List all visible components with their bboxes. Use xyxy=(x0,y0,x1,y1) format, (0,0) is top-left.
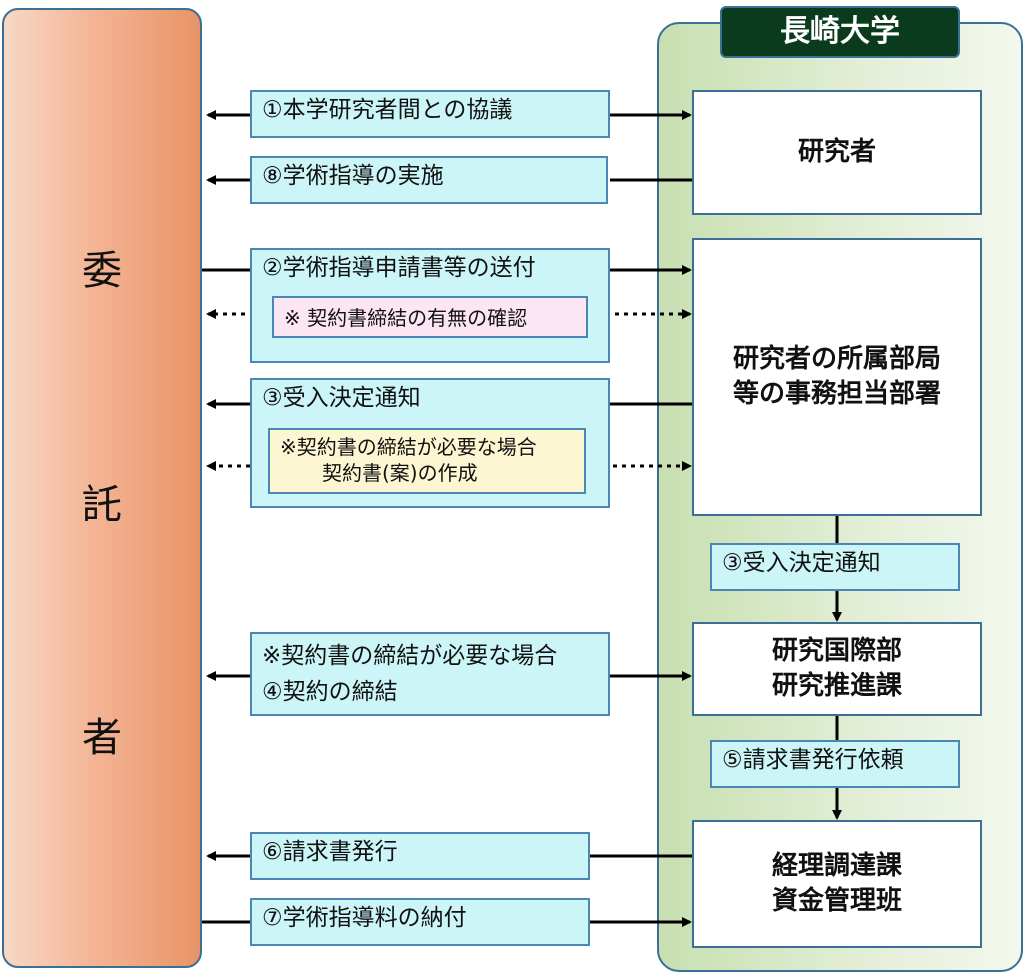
client-column: 委 託 者 xyxy=(2,8,202,968)
step3-note-line1: ※契約書の締結が必要な場合 xyxy=(280,435,537,459)
step3-label: ③受入決定通知 xyxy=(262,385,421,411)
researcher-box: 研究者 xyxy=(692,90,982,215)
accounting-line2: 資金管理班 xyxy=(771,886,902,916)
accounting-line1: 経理調達課 xyxy=(771,850,902,881)
step5-label: ⑤請求書発行依頼 xyxy=(722,747,904,773)
client-label-char-3: 者 xyxy=(82,715,122,761)
step7-label: ⑦学術指導料の納付 xyxy=(262,905,467,931)
step2-label: ②学術指導申請書等の送付 xyxy=(262,255,536,281)
step2-note-label: ※ 契約書締結の有無の確認 xyxy=(284,306,528,330)
step5-box: ⑤請求書発行依頼 xyxy=(710,740,960,788)
step4-line2: ④契約の締結 xyxy=(262,679,398,705)
step8-box: ⑧学術指導の実施 xyxy=(250,156,608,204)
step7-box: ⑦学術指導料の納付 xyxy=(250,898,590,946)
dept-office-line2: 等の事務担当部署 xyxy=(732,379,941,409)
client-label-char-1: 委 xyxy=(82,248,122,294)
step6-label: ⑥請求書発行 xyxy=(262,839,398,865)
step4-line1: ※契約書の締結が必要な場合 xyxy=(262,643,558,669)
step3-note: ※契約書の締結が必要な場合 契約書(案)の作成 xyxy=(268,428,586,494)
research-intl-line1: 研究国際部 xyxy=(771,635,902,666)
accounting-box: 経理調達課 資金管理班 xyxy=(692,820,982,948)
research-intl-line2: 研究推進課 xyxy=(771,671,902,701)
step6-box: ⑥請求書発行 xyxy=(250,832,590,880)
dept-office-line1: 研究者の所属部局 xyxy=(732,343,941,374)
step1-label: ①本学研究者間との協議 xyxy=(262,97,513,123)
dept-office-box: 研究者の所属部局 等の事務担当部署 xyxy=(692,238,982,516)
research-intl-box: 研究国際部 研究推進課 xyxy=(692,622,982,716)
step3-internal-label: ③受入決定通知 xyxy=(722,550,881,576)
step8-label: ⑧学術指導の実施 xyxy=(262,163,444,189)
step4-box: ※契約書の締結が必要な場合 ④契約の締結 xyxy=(250,632,610,716)
step3-note-line2: 契約書(案)の作成 xyxy=(322,461,478,485)
step1-box: ①本学研究者間との協議 xyxy=(250,90,610,138)
university-title: 長崎大学 xyxy=(720,6,960,58)
client-label-char-2: 託 xyxy=(82,482,122,528)
step2-note: ※ 契約書締結の有無の確認 xyxy=(272,296,588,338)
researcher-label: 研究者 xyxy=(797,136,876,167)
step3-internal-box: ③受入決定通知 xyxy=(710,543,960,591)
